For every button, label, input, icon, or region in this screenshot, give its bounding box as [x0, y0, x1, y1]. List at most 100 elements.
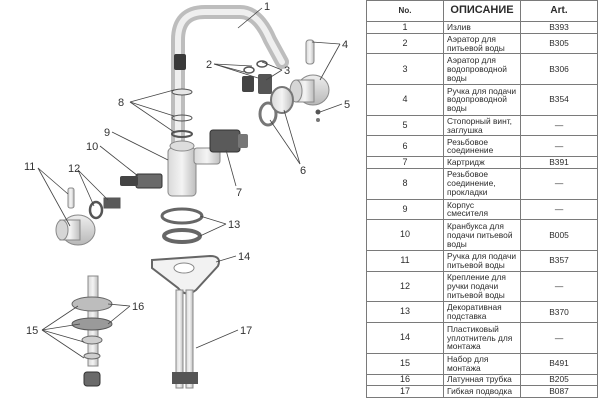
row-description: Излив [443, 21, 521, 34]
row-art: B306 [520, 53, 598, 86]
row-art: — [520, 135, 598, 158]
row-art: B205 [520, 373, 598, 387]
spout-end-aerator [174, 54, 186, 70]
spout-part [171, 5, 289, 159]
header-art: Art. [520, 0, 598, 22]
row-no: 17 [366, 385, 444, 398]
row-art: — [520, 114, 598, 137]
callout-1: 1 [264, 1, 270, 13]
row-no: 9 [366, 198, 444, 221]
callout-3: 3 [284, 65, 290, 77]
row-no: 12 [366, 270, 444, 303]
row-no: 8 [366, 167, 444, 200]
exploded-view-diagram: 1 2 3 4 5 6 7 8 9 10 11 12 13 14 15 16 1… [24, 1, 350, 389]
row-no: 16 [366, 373, 444, 387]
tap-water-handle-part [289, 39, 330, 122]
drinking-water-valve-part [120, 173, 163, 189]
row-no: 10 [366, 219, 444, 251]
handle-fastener-parts [88, 197, 121, 220]
row-art: B370 [520, 301, 598, 324]
row-no: 1 [366, 21, 444, 34]
callout-7: 7 [236, 187, 242, 199]
row-no: 5 [366, 114, 444, 137]
row-no: 13 [366, 301, 444, 324]
row-art: B005 [520, 219, 598, 251]
row-art: B354 [520, 84, 598, 116]
row-no: 3 [366, 53, 444, 86]
callout-14: 14 [238, 251, 250, 263]
callout-15: 15 [26, 325, 38, 337]
row-description: Гибкая подводка [443, 385, 521, 398]
callout-11: 11 [24, 161, 35, 173]
row-description: Пластиковый уплотнитель для монтажа [443, 322, 521, 354]
row-description: Набор для монтажа [443, 352, 521, 375]
row-description: Крепление для ручки подачи питьевой воды [443, 270, 521, 303]
row-description: Кранбукса для подачи питьевой воды [443, 219, 521, 251]
callout-4: 4 [342, 39, 348, 51]
row-no: 2 [366, 32, 444, 55]
threaded-connection-rings-right [258, 86, 294, 127]
row-description: Ручка для подачи питьевой воды [443, 249, 521, 272]
threaded-connection-gaskets [171, 88, 193, 138]
row-description: Латунная трубка [443, 373, 521, 387]
row-art: B393 [520, 21, 598, 34]
drinking-water-handle-part [55, 187, 96, 246]
row-description: Резьбовое соединение, прокладки [443, 167, 521, 200]
row-art: B087 [520, 385, 598, 398]
header-description: ОПИСАНИЕ [443, 0, 521, 22]
row-no: 15 [366, 352, 444, 375]
aerator-parts [242, 60, 272, 94]
row-art: — [520, 270, 598, 303]
row-no: 11 [366, 249, 444, 272]
row-description: Аэратор для водопроводной воды [443, 53, 521, 86]
callout-8: 8 [118, 97, 124, 109]
mounting-kit-parts [71, 275, 113, 387]
row-description: Ручка для подачи водопроводной воды [443, 84, 521, 116]
decorative-base-rings [160, 207, 204, 244]
callout-10: 10 [86, 141, 98, 153]
cartridge-part [209, 129, 248, 153]
row-art: — [520, 167, 598, 200]
mounting-gasket-part [151, 254, 220, 295]
row-art: B305 [520, 32, 598, 55]
row-no: 6 [366, 135, 444, 158]
row-description: Стопорный винт, заглушка [443, 114, 521, 137]
callout-13: 13 [228, 219, 240, 231]
callout-5: 5 [344, 99, 350, 111]
callout-12: 12 [68, 163, 80, 175]
callout-leader-lines [37, 7, 343, 359]
row-art: B391 [520, 156, 598, 169]
table-header-row: No. ОПИСАНИЕ Art. [366, 0, 598, 22]
row-description: Картридж [443, 156, 521, 169]
row-description: Резьбовое соединение [443, 135, 521, 158]
row-no: 7 [366, 156, 444, 169]
callout-9: 9 [104, 127, 110, 139]
row-description: Корпус смесителя [443, 198, 521, 221]
flexible-hose-parts [172, 289, 198, 389]
callout-2: 2 [206, 59, 212, 71]
row-no: 14 [366, 322, 444, 354]
row-description: Аэратор для питьевой воды [443, 32, 521, 55]
callout-17: 17 [240, 325, 252, 337]
row-description: Декоративная подставка [443, 301, 521, 324]
row-art: — [520, 322, 598, 354]
row-no: 4 [366, 84, 444, 116]
